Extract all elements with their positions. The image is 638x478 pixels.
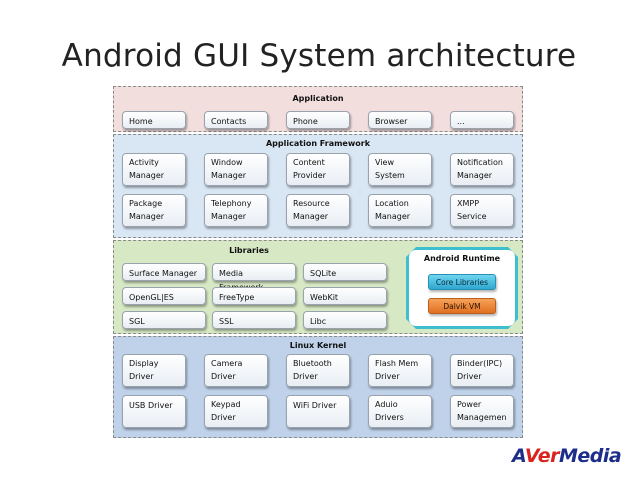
fw-resource-manager-box: Resource Manager bbox=[286, 194, 350, 227]
lib-opengl-es-box: OpenGL|ES bbox=[122, 287, 206, 305]
application-layer: Application Home Contacts Phone Browser … bbox=[113, 86, 523, 132]
fw-xmpp-service-box: XMPP Service bbox=[450, 194, 514, 227]
fw-package-manager-box: Package Manager bbox=[122, 194, 186, 227]
kernel-audio-drivers-box: Aduio Drivers bbox=[368, 395, 432, 428]
kernel-keypad-driver-box: Keypad Driver bbox=[204, 395, 268, 428]
app-browser-box: Browser bbox=[368, 111, 432, 129]
logo-media: Media bbox=[559, 445, 622, 467]
core-libraries-box: Core Libraries bbox=[428, 274, 496, 290]
app-phone-box: Phone bbox=[286, 111, 350, 129]
kernel-power-management-box: Power Managemen bbox=[450, 395, 514, 428]
lib-media-framework-box: Media Framework bbox=[212, 263, 296, 292]
logo-a: A bbox=[512, 445, 525, 467]
page-title: Android GUI System architecture bbox=[61, 38, 577, 74]
linux-kernel-layer: Linux Kernel Display Driver Camera Drive… bbox=[113, 336, 523, 438]
fw-telephony-manager-box: Telephony Manager bbox=[204, 194, 268, 227]
kernel-camera-driver-box: Camera Driver bbox=[204, 354, 268, 387]
dalvik-vm-box: Dalvik VM bbox=[428, 298, 496, 314]
framework-layer: Application Framework Activity Manager W… bbox=[113, 134, 523, 238]
fw-window-manager-box: Window Manager bbox=[204, 153, 268, 186]
libraries-layer: Libraries Surface Manager Media Framewor… bbox=[113, 240, 523, 334]
fw-notification-manager-box: Notification Manager bbox=[450, 153, 514, 186]
kernel-wifi-driver-box: WiFi Driver bbox=[286, 395, 350, 428]
logo-ver: Ver bbox=[524, 445, 560, 467]
lib-sqlite-box: SQLite bbox=[303, 263, 387, 281]
kernel-usb-driver-box: USB Driver bbox=[122, 395, 186, 428]
lib-sgl-box: SGL bbox=[122, 311, 206, 329]
libraries-layer-title: Libraries bbox=[229, 246, 269, 255]
kernel-binder-ipc-driver-box: Binder(IPC) Driver bbox=[450, 354, 514, 387]
lib-ssl-box: SSL bbox=[212, 311, 296, 329]
fw-view-system-box: View System bbox=[368, 153, 432, 186]
kernel-flash-mem-driver-box: Flash Mem Driver bbox=[368, 354, 432, 387]
app-home-box: Home bbox=[122, 111, 186, 129]
lib-freetype-box: FreeType bbox=[212, 287, 296, 305]
lib-surface-manager-box: Surface Manager bbox=[122, 263, 206, 281]
avermedia-logo: AVerMedia bbox=[512, 445, 622, 467]
android-runtime-title: Android Runtime bbox=[423, 254, 501, 263]
fw-location-manager-box: Location Manager bbox=[368, 194, 432, 227]
fw-content-provider-box: Content Provider bbox=[286, 153, 350, 186]
lib-webkit-box: WebKit bbox=[303, 287, 387, 305]
linux-kernel-layer-title: Linux Kernel bbox=[289, 341, 347, 350]
kernel-display-driver-box: Display Driver bbox=[122, 354, 186, 387]
fw-activity-manager-box: Activity Manager bbox=[122, 153, 186, 186]
architecture-diagram: Application Home Contacts Phone Browser … bbox=[113, 86, 523, 438]
android-runtime-panel: Android Runtime Core Libraries Dalvik VM bbox=[406, 247, 518, 329]
lib-libc-box: Libc bbox=[303, 311, 387, 329]
kernel-bluetooth-driver-box: Bluetooth Driver bbox=[286, 354, 350, 387]
app-more-box: ... bbox=[450, 111, 514, 129]
framework-layer-title: Application Framework bbox=[265, 139, 371, 148]
app-contacts-box: Contacts bbox=[204, 111, 268, 129]
application-layer-title: Application bbox=[292, 94, 344, 103]
